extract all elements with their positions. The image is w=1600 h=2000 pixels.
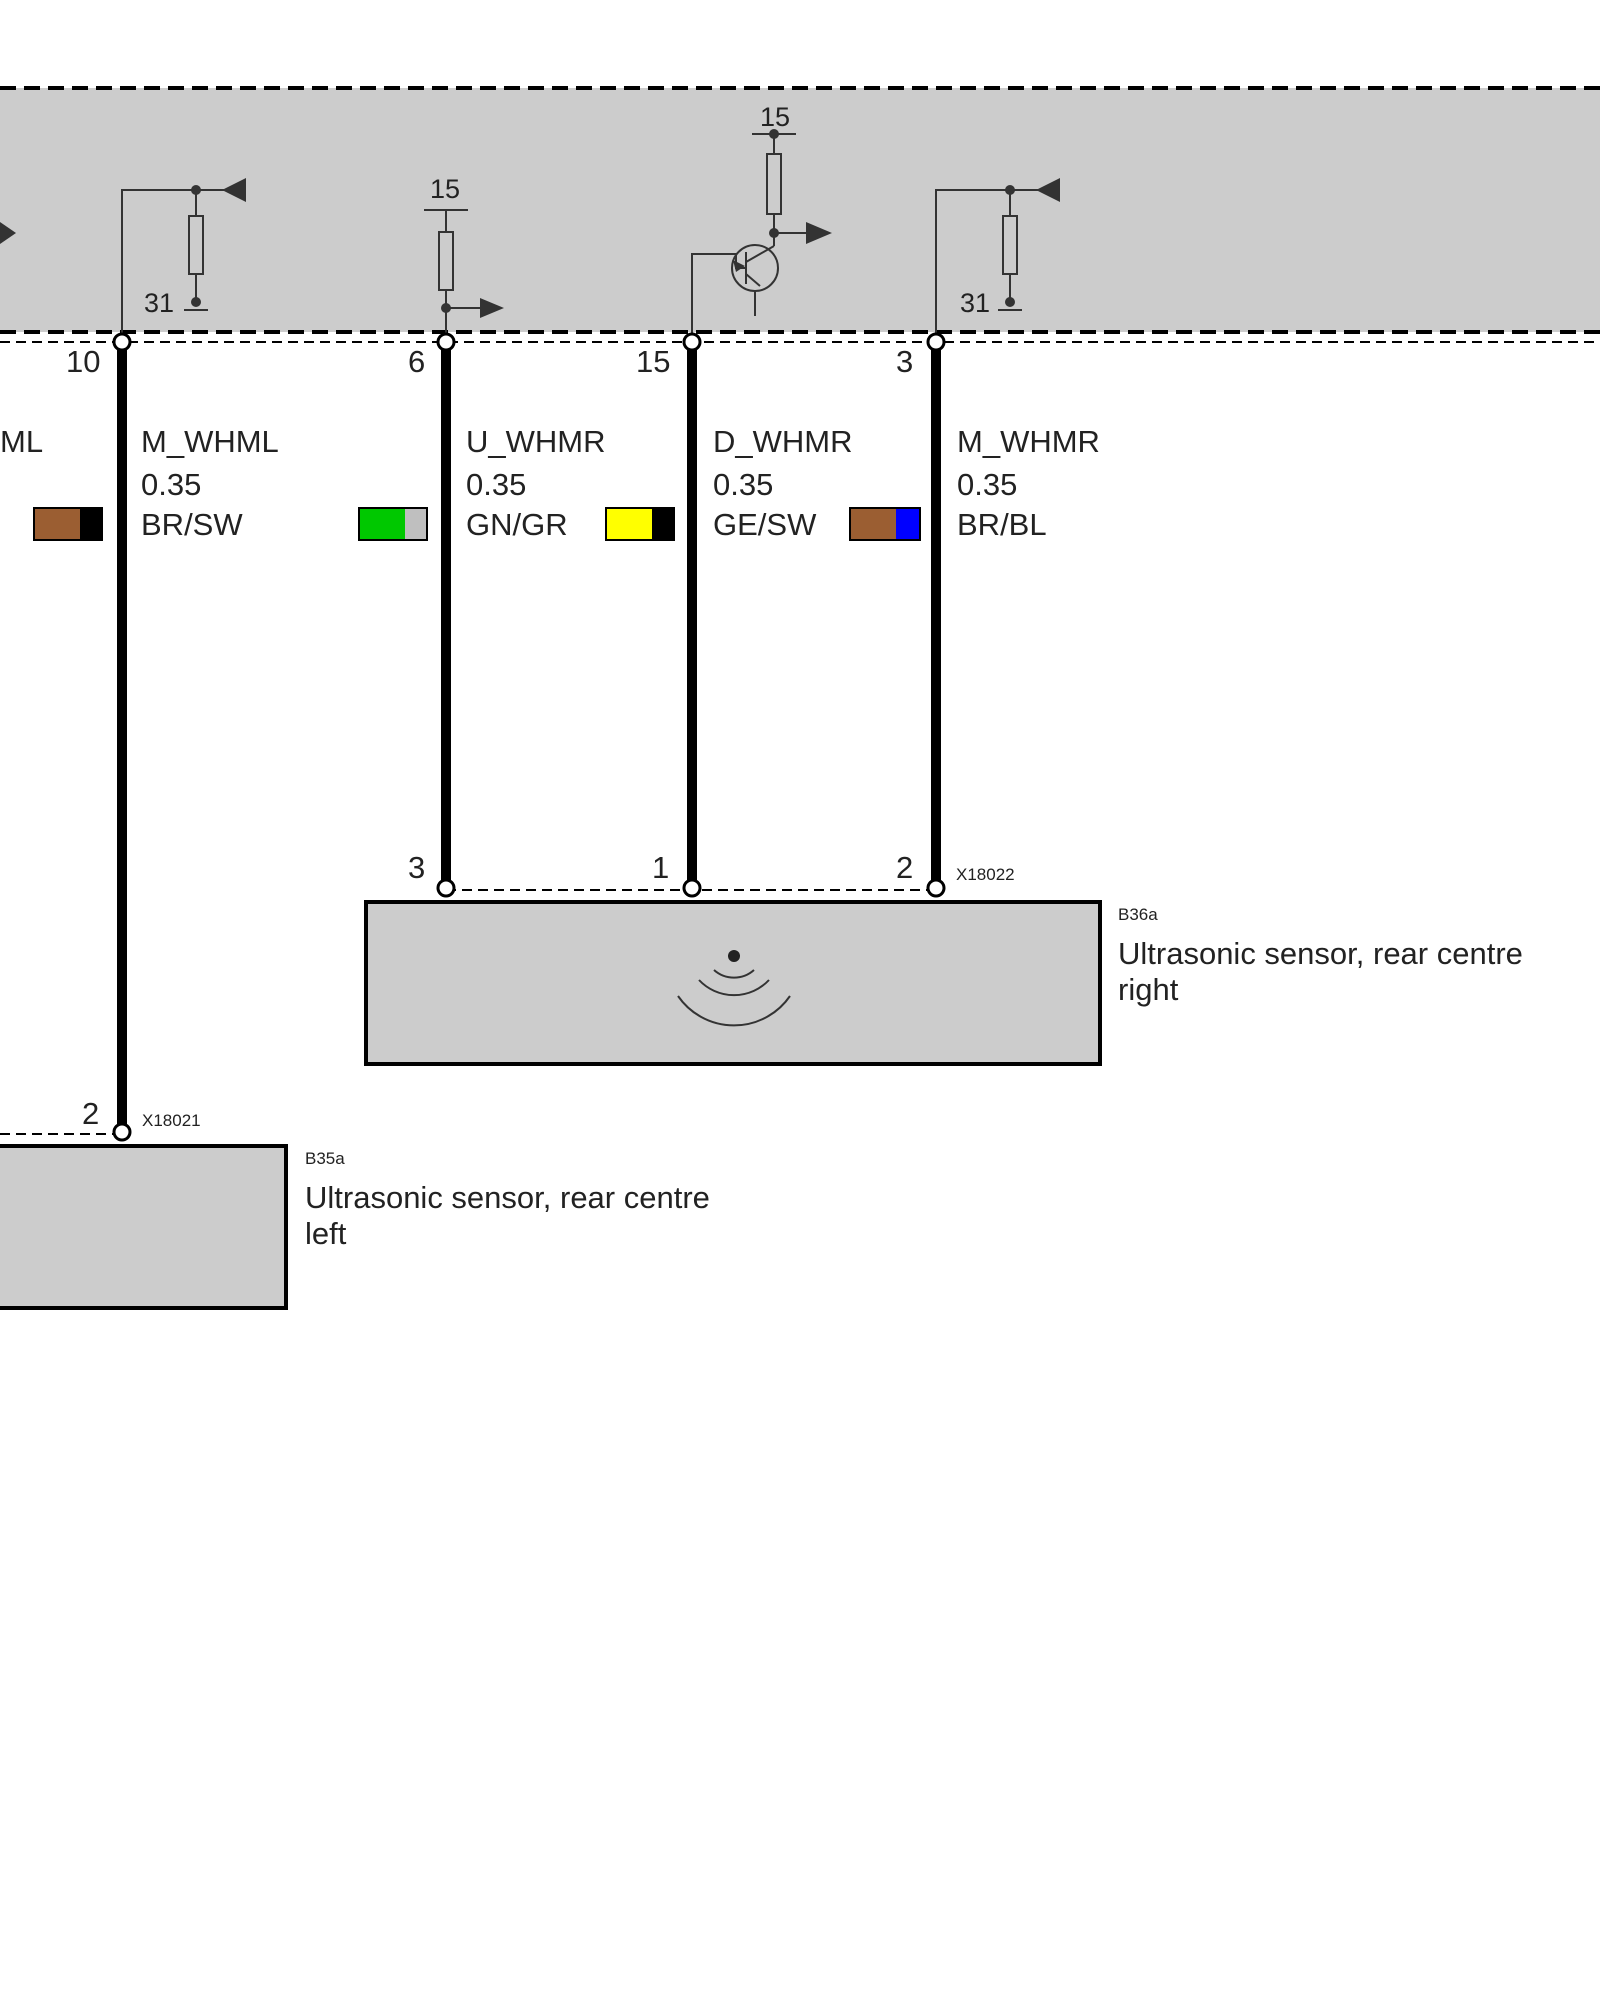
wire-label-u-whmr: U_WHMR 0.35 GN/GR	[358, 424, 606, 542]
wires	[117, 342, 941, 1130]
control-unit	[0, 86, 1600, 343]
circuit-pin-6: 15	[424, 174, 504, 342]
component-name-line1: Ultrasonic sensor, rear centre	[1118, 936, 1523, 971]
color-code: BR/SW	[141, 507, 243, 542]
component-name-line1: Ultrasonic sensor, rear centre	[305, 1180, 710, 1215]
component-name-line2: left	[305, 1216, 347, 1251]
signal-name: D_WHMR	[713, 424, 853, 459]
pin-number: 2	[82, 1096, 99, 1131]
color-code: GN/GR	[466, 507, 568, 542]
ground-31-label: 31	[960, 288, 990, 318]
pin-number: 10	[66, 344, 100, 379]
sensor-body	[0, 1144, 288, 1310]
output-arrow-icon	[480, 298, 504, 318]
signal-name: U_WHMR	[466, 424, 606, 459]
color-code: BR/BL	[957, 507, 1047, 542]
ground-31-label: 31	[144, 288, 174, 318]
output-arrow-icon	[222, 178, 246, 202]
color-code: GE/SW	[713, 507, 817, 542]
pin-number: 2	[896, 850, 913, 885]
cross-section: 0.35	[713, 467, 773, 502]
component-id: B35a	[305, 1149, 345, 1168]
ultrasonic-icon	[677, 950, 791, 1027]
circuit-pin-3: 31	[935, 178, 1060, 342]
partial-wire-color-swatch	[33, 507, 103, 541]
cross-section: 0.35	[957, 467, 1017, 502]
circuit-pin-15: 15	[691, 102, 832, 342]
signal-name: M_WHML	[141, 424, 279, 459]
connector-id: X18021	[142, 1111, 201, 1130]
signal-name: M_WHMR	[957, 424, 1100, 459]
wire-color-swatch	[358, 507, 428, 541]
output-arrow-icon	[1036, 178, 1060, 202]
wire-color-swatch	[605, 507, 675, 541]
supply-15-label: 15	[760, 102, 790, 132]
component-name-line2: right	[1118, 972, 1179, 1007]
pin-number: 15	[636, 344, 670, 379]
wire-label-m-whmr: M_WHMR 0.35 BR/BL	[849, 424, 1100, 542]
sensor-left: 2 X18021 B35a Ultrasonic sensor, rear ce…	[0, 1096, 710, 1310]
cross-section: 0.35	[466, 467, 526, 502]
pin-number: 6	[408, 344, 425, 379]
cross-section: 0.35	[141, 467, 201, 502]
pin-number: 3	[896, 344, 913, 379]
sensor-body	[364, 900, 1102, 1066]
signal-arrow-icon	[0, 222, 16, 244]
pin-number: 3	[408, 850, 425, 885]
wire-label-d-whmr: D_WHMR 0.35 GE/SW	[605, 424, 853, 542]
supply-15-label: 15	[430, 174, 460, 204]
connector-pins-top	[112, 332, 946, 352]
pin-number: 1	[652, 850, 669, 885]
partial-signal-label: ML	[0, 424, 43, 459]
output-arrow-icon	[806, 222, 832, 244]
control-unit-body	[0, 88, 1600, 332]
wire-color-swatch	[849, 507, 921, 541]
circuit-pin-10: 31	[121, 178, 246, 342]
wire-label-m-whml: M_WHML 0.35 BR/SW	[141, 424, 279, 542]
connector-id: X18022	[956, 865, 1015, 884]
sensor-right: 3 1 2 X18022 B36a Ultrasonic sensor, rea…	[364, 850, 1523, 1066]
component-id: B36a	[1118, 905, 1158, 924]
